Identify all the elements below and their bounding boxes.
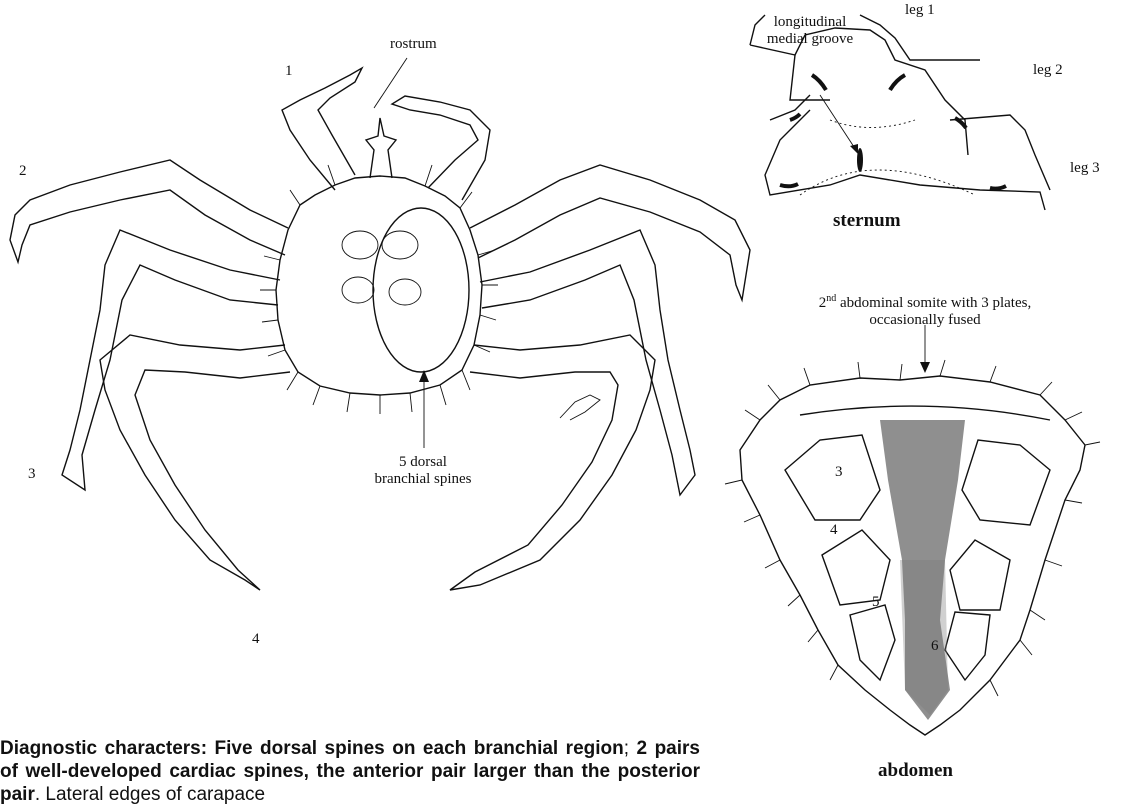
abdomen-illustration [725,325,1100,735]
somite-label-line2: occasionally fused [750,312,1100,329]
dorsal-spines-label: 5 dorsal branchial spines [338,454,508,488]
diagnostic-bold-1: Diagnostic characters: Five dorsal spine… [0,738,624,759]
diagnostic-separator: ; [624,738,637,759]
dorsal-spines-label-line2: branchial spines [338,471,508,488]
sternum-title: sternum [833,210,901,232]
plate-number-3: 3 [835,464,843,481]
groove-label-line1: longitudinal [740,14,880,31]
groove-label-line2: medial groove [740,31,880,48]
diagnostic-text: Diagnostic characters: Five dorsal spine… [0,737,700,806]
plate-number-6: 6 [931,638,939,655]
leg-number-4: 4 [252,631,260,648]
groove-label: longitudinal medial groove [740,14,880,48]
somite-label: 2nd abdominal somite with 3 plates, occa… [750,290,1100,329]
leg-number-3: 3 [28,466,36,483]
somite-sup: nd [826,293,836,304]
plate-number-5: 5 [872,594,880,611]
rostrum-label: rostrum [390,36,437,53]
leg-1-label: leg 1 [905,2,935,19]
somite-rest: abdominal somite with 3 plates, [836,295,1031,311]
diagnostic-rest: . Lateral edges of carapace [35,784,265,805]
plate-number-4: 4 [830,522,838,539]
crab-illustration [10,58,750,590]
leg-2-label: leg 2 [1033,62,1063,79]
leg-number-2: 2 [19,163,27,180]
leg-number-1: 1 [285,63,293,80]
abdomen-title: abdomen [878,760,953,782]
leg-3-label: leg 3 [1070,160,1100,177]
somite-label-line1: 2nd abdominal somite with 3 plates, [750,290,1100,312]
dorsal-spines-label-line1: 5 dorsal [338,454,508,471]
